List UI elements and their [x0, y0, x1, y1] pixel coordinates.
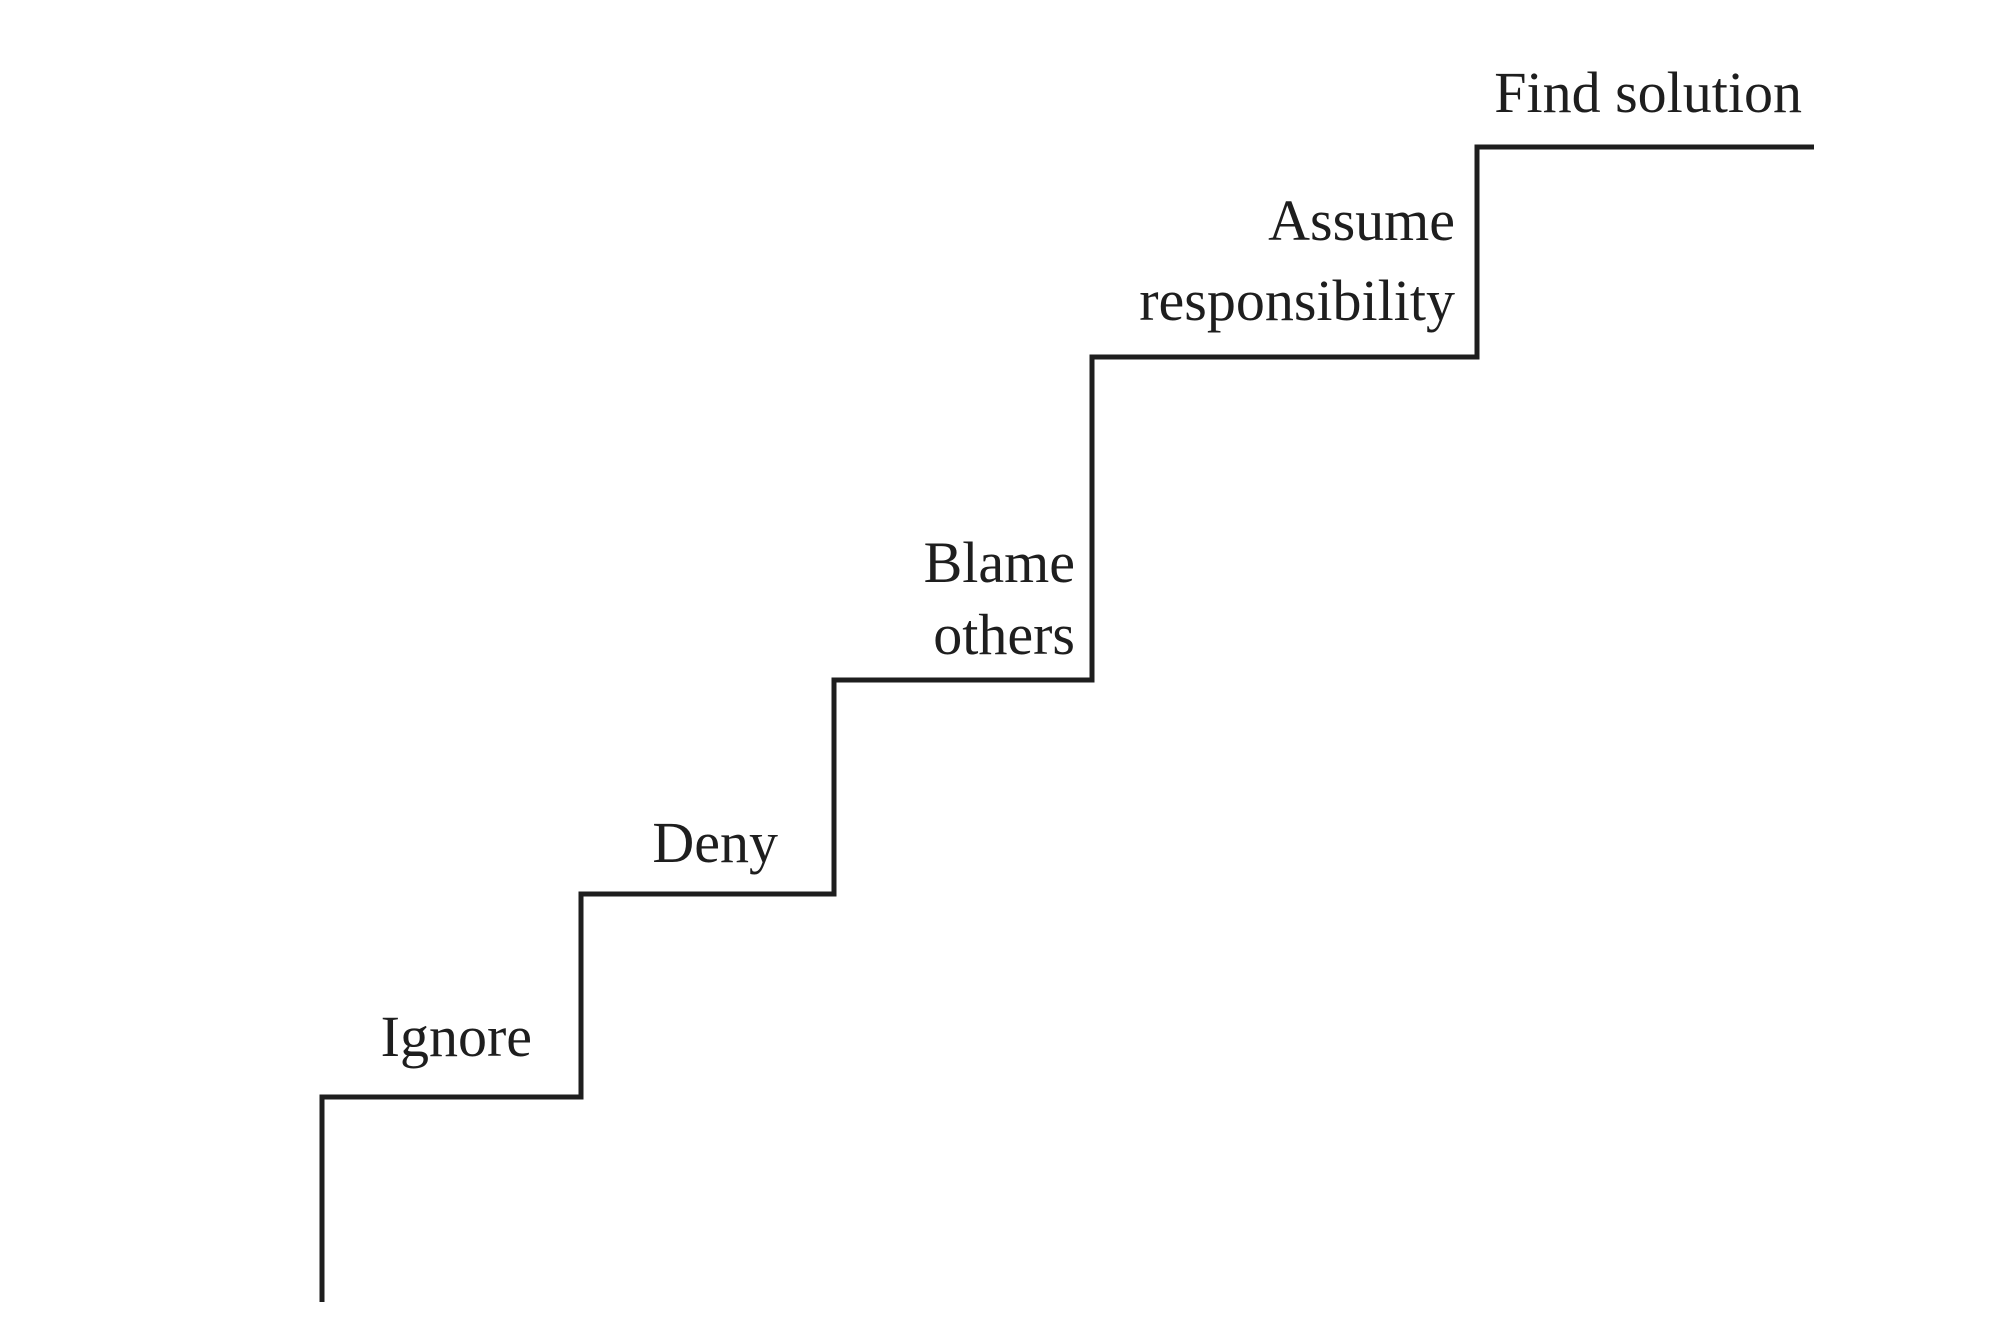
step-label-ignore: Ignore [381, 1004, 532, 1069]
step-label-blame-others-line1: Blame [924, 530, 1075, 595]
step-label-assume-responsibility-line2: responsibility [1139, 268, 1455, 333]
step-label-blame-others-line2: others [933, 602, 1075, 667]
step-label-deny: Deny [652, 810, 778, 875]
step-label-assume-responsibility-line1: Assume [1268, 188, 1455, 253]
step-label-find-solution: Find solution [1494, 60, 1802, 125]
staircase-outline [319, 144, 1814, 1302]
